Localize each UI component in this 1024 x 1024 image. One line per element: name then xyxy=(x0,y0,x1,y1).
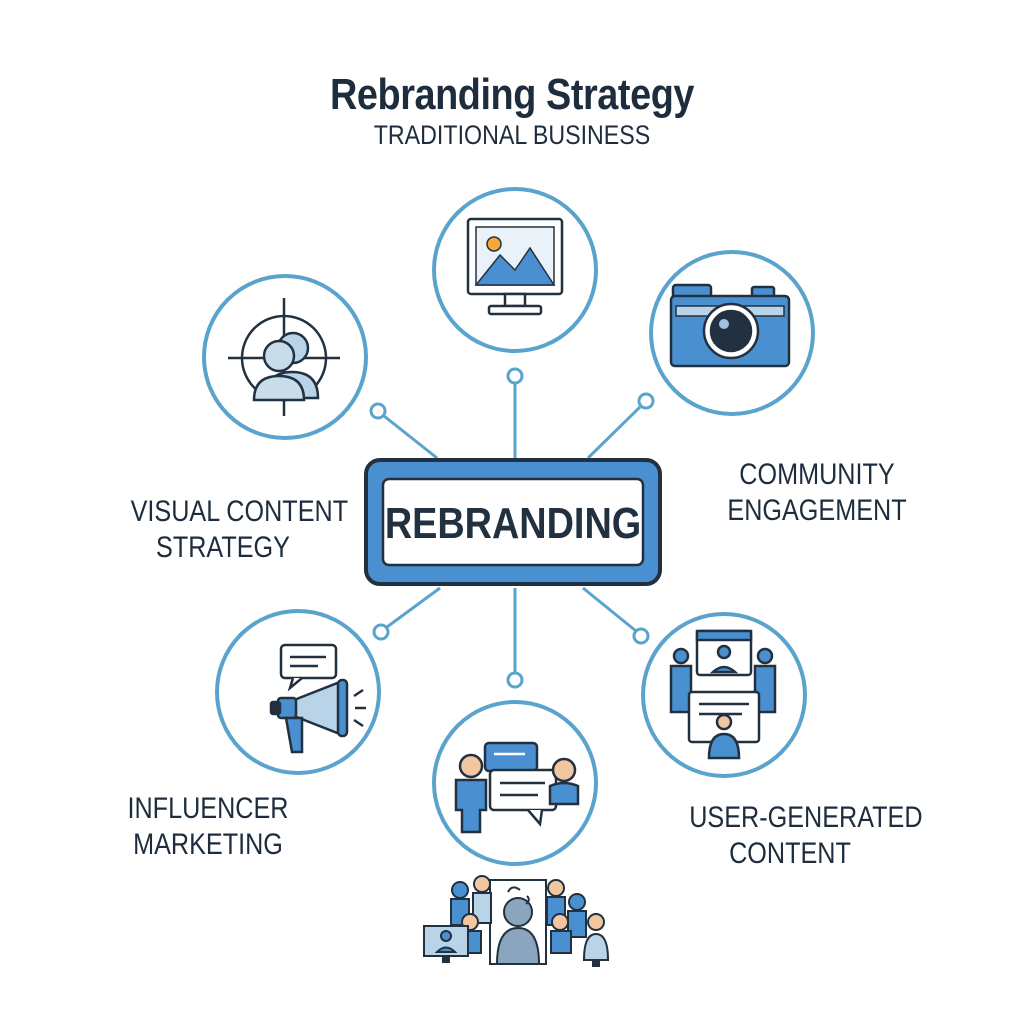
hub-label: REBRANDING xyxy=(385,498,641,547)
connector-dot-top xyxy=(506,367,524,385)
label-line: MARKETING xyxy=(133,828,283,861)
label-line: USER-GENERATED xyxy=(689,801,923,834)
connectors xyxy=(369,367,655,689)
connector-bottom-left xyxy=(386,586,441,629)
label-line: INFLUENCER xyxy=(127,792,289,825)
connector-dot-bottom-right xyxy=(632,627,650,645)
label-user-generated-content: USER-GENERATED CONTENT xyxy=(689,800,923,872)
page-title: Rebranding Strategy xyxy=(330,70,694,119)
monitor-image-icon xyxy=(466,217,564,316)
label-line: CONTENT xyxy=(729,837,851,870)
label-line: VISUAL CONTENT xyxy=(130,495,349,528)
connector-top-right xyxy=(586,405,642,460)
chat-people-icon xyxy=(454,741,580,834)
label-community-engagement: COMMUNITY ENGAGEMENT xyxy=(725,457,910,529)
connector-dot-bottom-left xyxy=(372,623,390,641)
connector-dot-bottom xyxy=(506,671,524,689)
rebranding-hub[interactable]: REBRANDING xyxy=(364,458,662,586)
target-person-icon xyxy=(228,298,340,416)
megaphone-icon xyxy=(269,643,366,754)
camera-icon xyxy=(669,283,791,368)
label-line: ENGAGEMENT xyxy=(727,494,907,527)
label-line: COMMUNITY xyxy=(739,458,895,491)
connector-bottom-right xyxy=(582,586,637,633)
page-subtitle: TRADITIONAL BUSINESS xyxy=(373,120,651,150)
label-influencer-marketing: INFLUENCER MARKETING xyxy=(116,791,301,863)
label-visual-content-strategy: VISUAL CONTENT STRATEGY xyxy=(130,494,349,566)
connector-dot-top-right xyxy=(637,392,655,410)
connector-dot-top-left xyxy=(369,402,387,420)
group-presentation-icon xyxy=(669,629,777,760)
crowd-illustration xyxy=(423,875,610,967)
label-line: STRATEGY xyxy=(156,531,290,564)
connector-top-left xyxy=(383,414,438,460)
